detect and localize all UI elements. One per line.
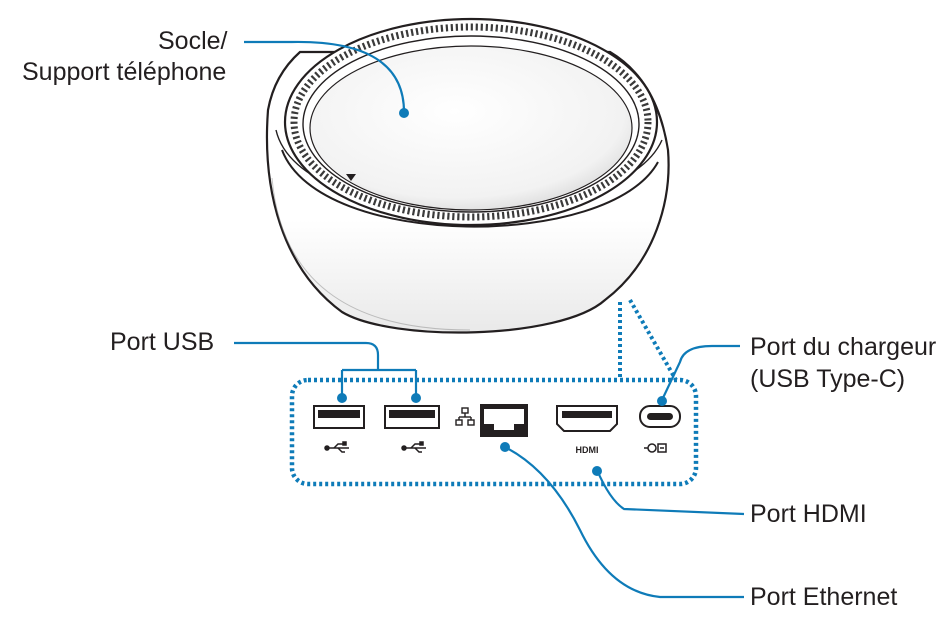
label-port-chargeur-line2: (USB Type-C) xyxy=(750,365,906,393)
usb-port-2 xyxy=(384,405,440,429)
callout-dots xyxy=(337,108,667,476)
label-socle-line1: Socle/ xyxy=(158,27,228,55)
label-socle-line2: Support téléphone xyxy=(22,58,227,86)
usb-port-1 xyxy=(313,405,365,429)
label-port-usb: Port USB xyxy=(110,328,215,356)
zoom-connector xyxy=(618,299,678,381)
socle-plate xyxy=(309,45,633,211)
usb-icon xyxy=(401,441,426,453)
callout-lines xyxy=(234,40,745,599)
hdmi-icon: HDMI xyxy=(576,445,599,455)
network-icon xyxy=(455,407,475,426)
label-port-chargeur-line1: Port du chargeur xyxy=(750,333,937,361)
usb-icon xyxy=(324,441,349,453)
charger-plug-icon xyxy=(644,443,667,453)
orientation-triangle-icon xyxy=(346,174,356,181)
port-panel xyxy=(289,377,699,487)
label-port-hdmi: Port HDMI xyxy=(750,500,867,528)
hdmi-port xyxy=(556,405,618,432)
ethernet-port xyxy=(480,404,528,437)
usbc-port xyxy=(639,405,681,428)
label-port-ethernet: Port Ethernet xyxy=(750,583,898,611)
